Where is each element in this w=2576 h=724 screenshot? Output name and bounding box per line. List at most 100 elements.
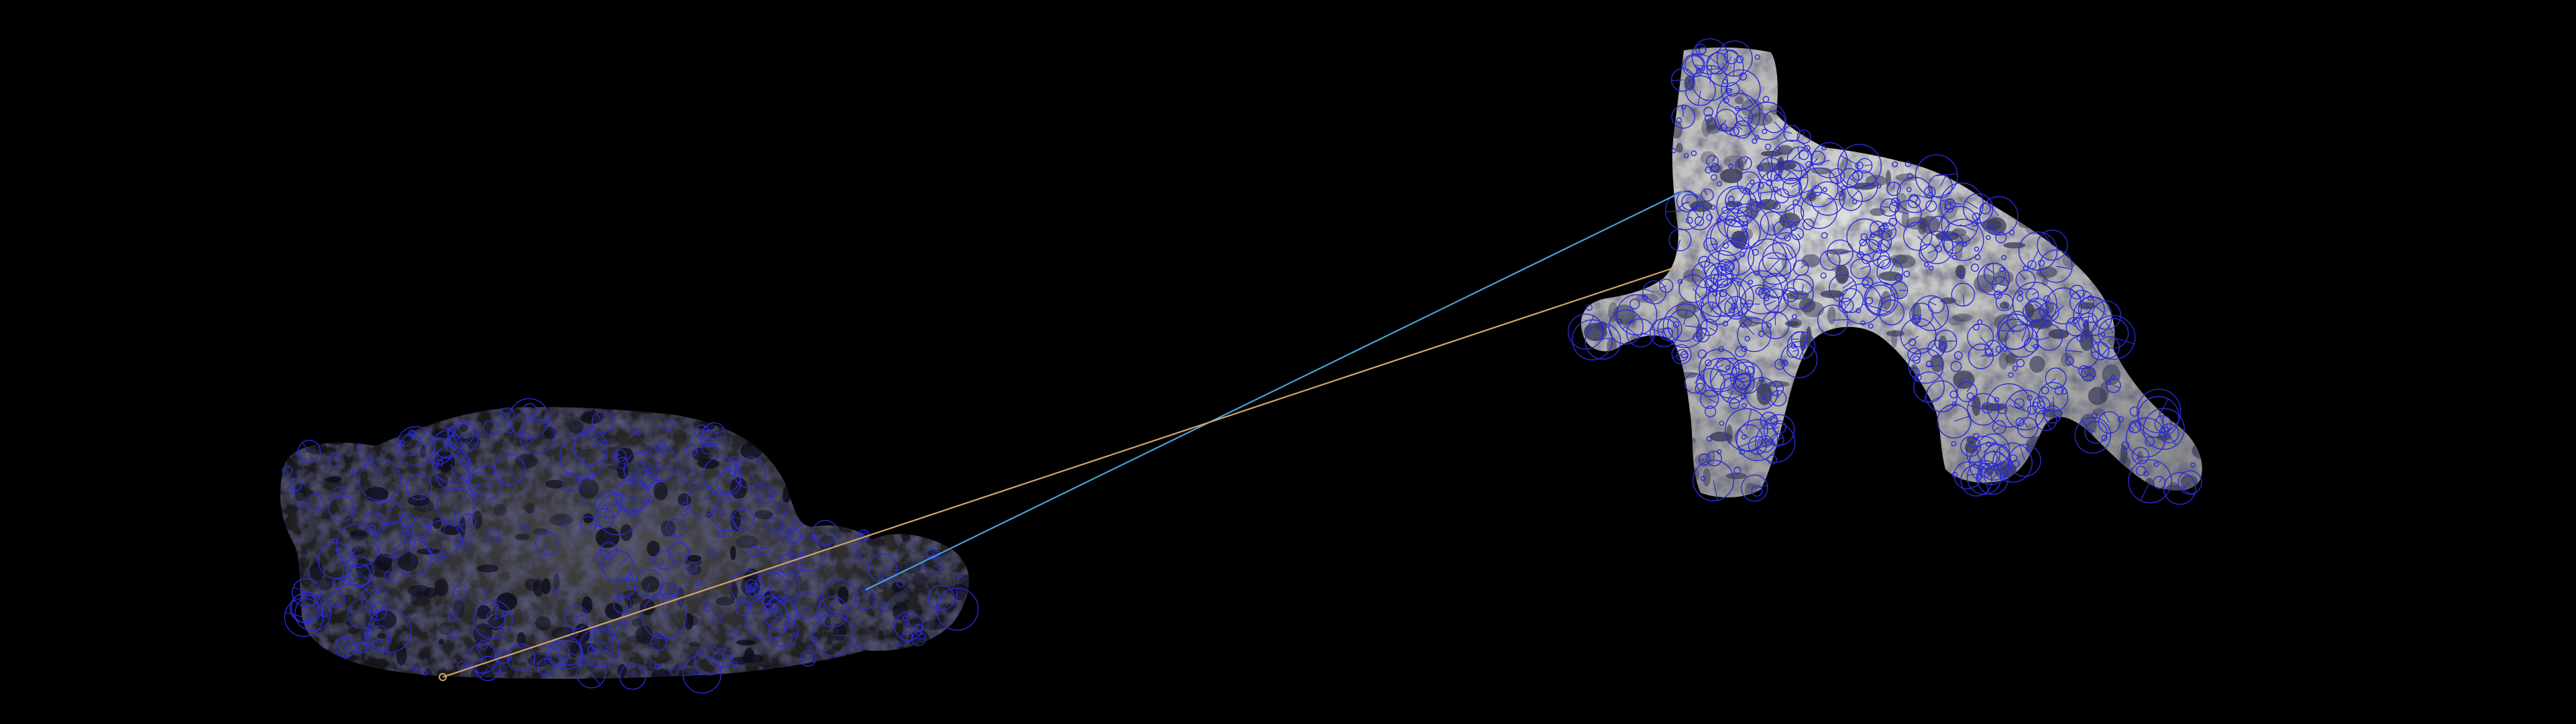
keypoint-circle — [902, 631, 914, 643]
texture-blotch — [2086, 180, 2094, 198]
keypoint-orientation — [306, 607, 311, 623]
keypoint-orientation — [828, 596, 840, 609]
texture-blotch — [901, 530, 911, 542]
texture-blotch — [687, 554, 702, 562]
texture-blotch — [1625, 114, 1632, 131]
keypoint-circle — [635, 430, 641, 436]
keypoint-circle — [1872, 249, 1890, 268]
keypoint-circle — [1770, 389, 1787, 407]
keypoint-circle — [290, 591, 323, 624]
texture-blotch — [790, 447, 801, 455]
keypoint-circle — [1745, 377, 1778, 410]
texture-blotch — [515, 454, 538, 469]
keypoint-orientation — [2085, 428, 2096, 433]
keypoint-orientation — [1622, 314, 1638, 330]
keypoint-circle — [1703, 107, 1714, 117]
keypoint-orientation — [704, 442, 708, 448]
texture-blotch — [833, 623, 847, 642]
keypoint-circle — [411, 665, 418, 672]
keypoint-circle — [2078, 365, 2090, 377]
keypoint-circle — [642, 594, 687, 640]
keypoint-orientation — [1735, 124, 1743, 130]
texture-blotch — [2037, 164, 2049, 181]
keypoint-circle — [852, 544, 858, 550]
keypoint-circle — [1972, 324, 1980, 331]
texture-blotch — [1735, 97, 1744, 105]
keypoint-orientation — [701, 425, 706, 432]
texture-blotch — [1720, 168, 1743, 184]
keypoint-circle — [748, 546, 759, 557]
keypoint-circle — [1976, 463, 2009, 495]
texture-blotch — [300, 550, 309, 556]
keypoint-circle — [2137, 396, 2180, 438]
keypoint-circle — [1704, 277, 1719, 292]
keypoint-orientation — [335, 551, 352, 561]
texture-blotch — [698, 459, 720, 469]
texture-blotch — [583, 514, 594, 524]
keypoint-circle — [587, 473, 595, 481]
keypoint-orientation — [490, 428, 494, 435]
keypoint-orientation — [767, 597, 772, 619]
keypoint-circle — [1720, 265, 1725, 272]
texture-blotch — [1608, 302, 1619, 322]
keypoint-orientation — [1766, 158, 1771, 170]
texture-blotch — [2175, 142, 2195, 159]
keypoint-orientation — [1719, 369, 1738, 377]
keypoint-circle — [768, 617, 799, 648]
keypoint-circle — [716, 529, 726, 538]
keypoint-circle — [368, 602, 387, 621]
texture-blotch — [493, 503, 506, 516]
keypoint-orientation — [1940, 199, 1962, 205]
keypoint-circle — [1749, 181, 1773, 205]
keypoint-orientation — [1737, 200, 1739, 214]
keypoint-circle — [2098, 318, 2129, 349]
keypoint-circle — [2002, 347, 2008, 352]
keypoint-circle — [1913, 371, 1945, 403]
keypoint-circle — [1700, 475, 1706, 481]
keypoint-orientation — [492, 613, 512, 621]
keypoint-circle — [1981, 467, 1988, 473]
keypoint-circle — [1759, 376, 1765, 382]
keypoint-circle — [1841, 283, 1882, 324]
texture-blotch — [2139, 289, 2163, 304]
keypoint-circle — [1737, 317, 1772, 353]
keypoint-circle — [443, 438, 453, 447]
texture-blotch — [1668, 444, 1689, 457]
keypoint-circle — [1736, 419, 1778, 461]
keypoint-orientation — [475, 645, 483, 659]
keypoint-circle — [1705, 219, 1750, 263]
keypoint-orientation — [1899, 290, 1908, 292]
texture-blotch — [2018, 190, 2027, 198]
keypoint-circle — [1998, 318, 2030, 351]
keypoint-circle — [2145, 436, 2155, 446]
keypoint-circle — [665, 518, 685, 538]
texture-blotch — [635, 625, 653, 644]
keypoint-circle — [2008, 444, 2041, 477]
texture-blotch — [1622, 76, 1638, 90]
keypoint-circle — [1735, 109, 1754, 127]
keypoint-orientation — [1711, 297, 1727, 310]
texture-blotch — [1996, 95, 2010, 116]
keypoint-orientation — [2045, 420, 2051, 430]
keypoint-orientation — [1800, 186, 1819, 194]
keypoint-circle — [1682, 54, 1706, 78]
keypoint-circle — [460, 456, 471, 467]
keypoint-circle — [1805, 161, 1813, 168]
keypoint-orientation — [721, 461, 735, 476]
keypoint-orientation — [1792, 204, 1795, 214]
keypoint-circle — [686, 562, 698, 573]
keypoint-orientation — [662, 595, 665, 617]
texture-blotch — [2087, 76, 2098, 95]
keypoint-circle — [421, 670, 428, 676]
keypoint-circle — [288, 478, 302, 491]
texture-blotch — [460, 516, 466, 538]
keypoint-circle — [1728, 164, 1733, 169]
keypoint-circle — [766, 490, 775, 498]
keypoint-circle — [2045, 367, 2067, 389]
keypoint-orientation — [1782, 225, 1790, 231]
keypoint-circle — [1909, 302, 1934, 327]
keypoint-circle — [1729, 127, 1739, 137]
texture-blotch — [2006, 352, 2016, 367]
texture-blotch — [2192, 442, 2202, 459]
keypoint-orientation — [617, 495, 624, 515]
